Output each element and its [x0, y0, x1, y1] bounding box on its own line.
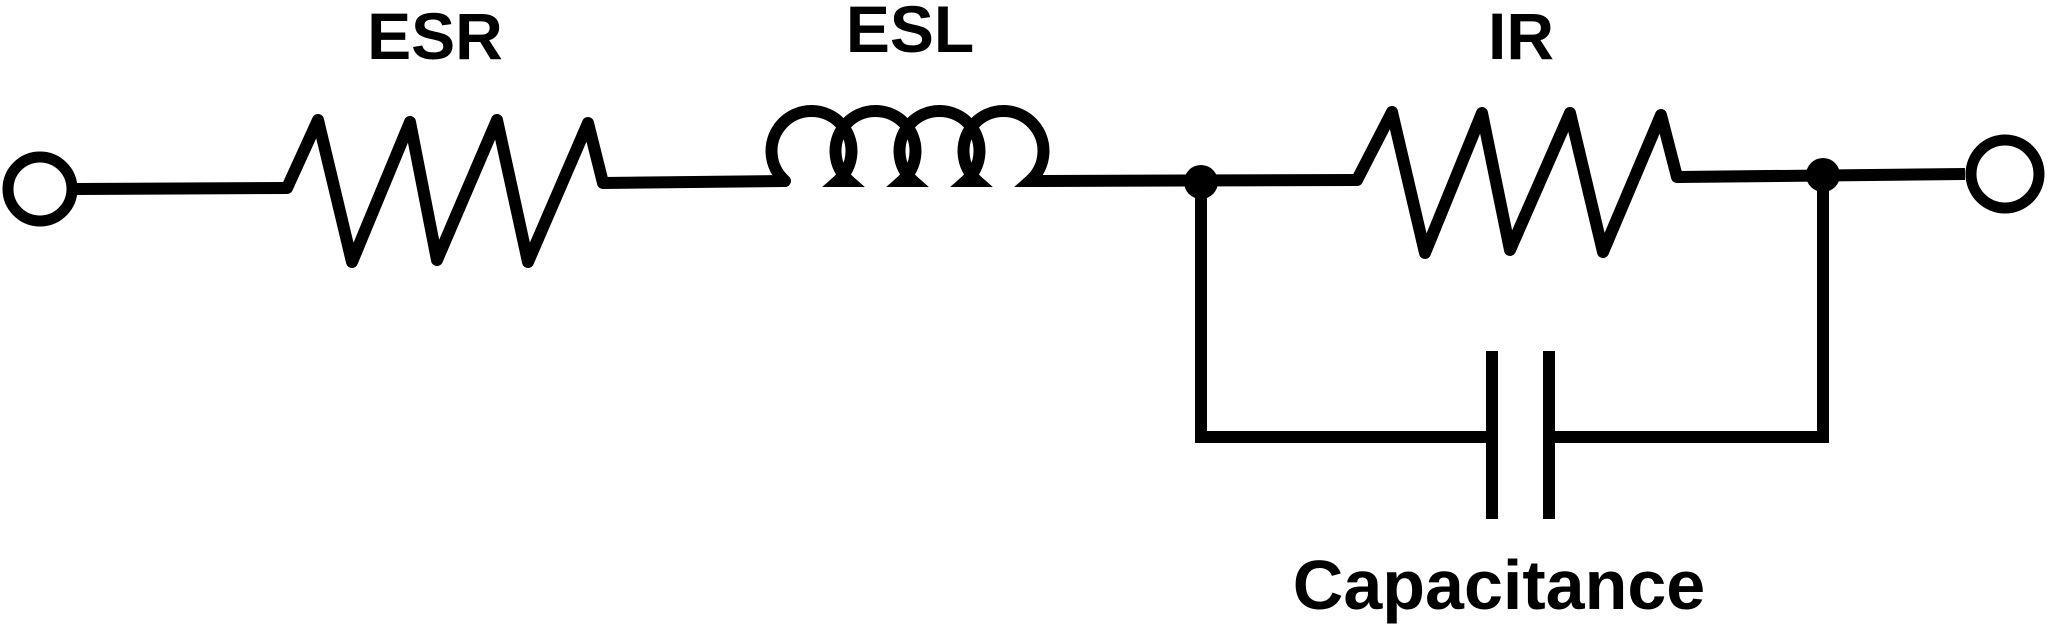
junction-node-right — [1806, 158, 1840, 192]
capacitance-label: Capacitance — [1292, 546, 1706, 624]
wire-esr-to-esl — [602, 175, 786, 189]
inductor-esl-symbol — [765, 105, 1050, 187]
esr-label: ESR — [367, 0, 503, 73]
wire-capacitor-branch-left — [1195, 182, 1486, 443]
esl-label: ESL — [845, 0, 975, 66]
junction-node-left — [1184, 165, 1218, 199]
wire-capacitor-branch-right — [1555, 175, 1829, 443]
resistor-ir-symbol — [1351, 106, 1683, 259]
resistor-esr-symbol — [281, 114, 609, 268]
wire-left-lead — [75, 182, 288, 195]
ir-label: IR — [1488, 0, 1554, 73]
right-terminal-icon — [1965, 134, 2045, 214]
left-terminal-icon — [2, 151, 78, 227]
